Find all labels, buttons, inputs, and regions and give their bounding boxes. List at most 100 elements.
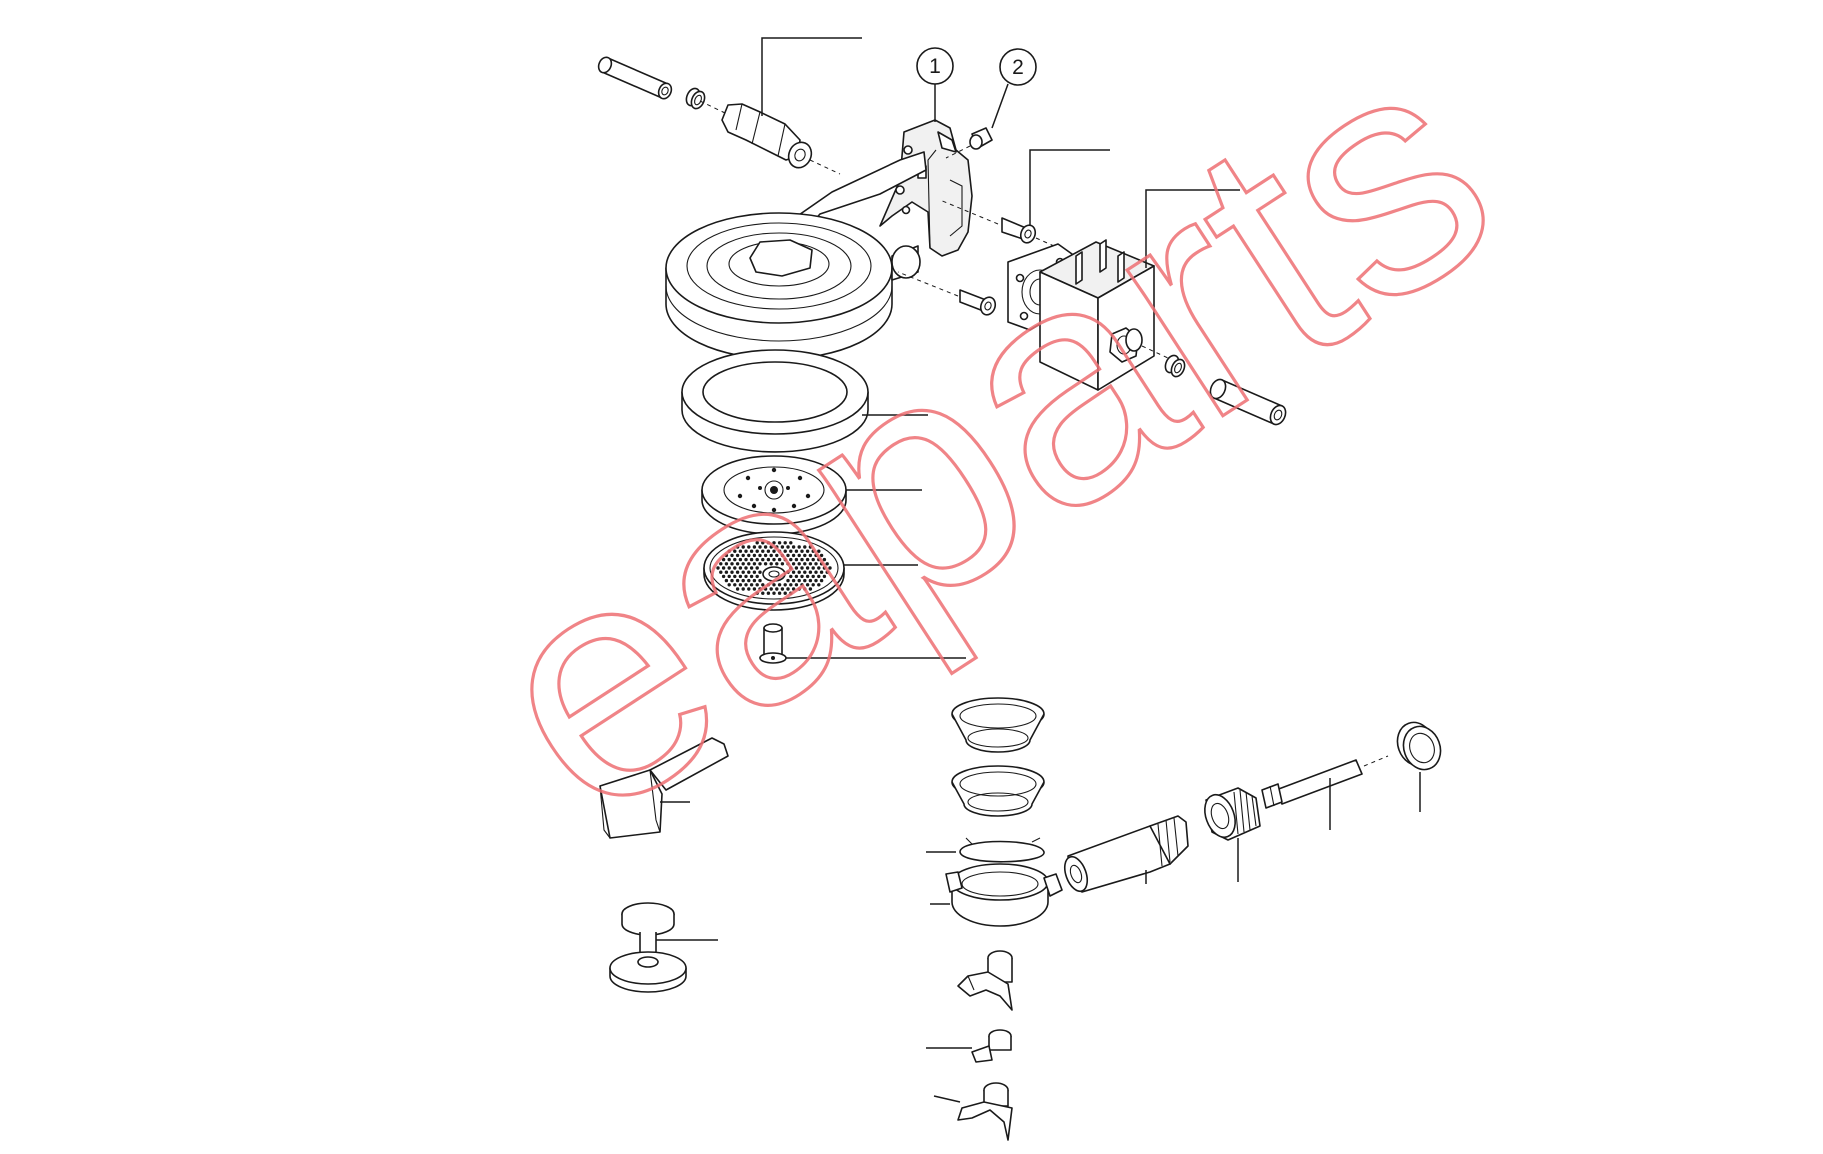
screen-hole xyxy=(741,570,745,574)
screen-hole xyxy=(733,557,737,562)
screen-hole xyxy=(789,574,793,579)
screen-hole xyxy=(769,587,773,591)
screen-hole xyxy=(741,553,745,558)
screen-hole xyxy=(752,570,757,574)
screen-hole xyxy=(755,574,759,579)
screen-hole xyxy=(758,545,762,549)
group-head-cover xyxy=(665,212,893,360)
screen-hole xyxy=(811,574,815,579)
screen-hole xyxy=(777,541,782,545)
screen-hole xyxy=(755,549,759,553)
screen-hole xyxy=(752,587,757,591)
screen-hole xyxy=(716,566,720,570)
screen-hole xyxy=(780,553,785,558)
spout-double-alt xyxy=(933,1082,1013,1141)
screen-hole xyxy=(783,541,787,545)
screen-hole xyxy=(766,557,771,562)
screen-hole xyxy=(749,549,754,553)
screen-hole xyxy=(738,583,743,587)
screen-hole xyxy=(808,553,813,558)
screen-hole xyxy=(783,591,787,595)
screen-hole xyxy=(819,553,824,558)
shower-screen xyxy=(703,531,918,611)
screen-hole xyxy=(808,562,813,566)
screen-hole xyxy=(755,557,759,562)
screen-hole xyxy=(772,549,776,553)
screen-hole xyxy=(825,570,829,574)
screen-hole xyxy=(772,591,776,595)
screen-hole xyxy=(772,583,776,587)
screen-hole xyxy=(789,566,793,570)
screen-hole xyxy=(747,570,751,574)
inlet-pipe-assembly xyxy=(597,37,862,175)
screen-hole xyxy=(747,578,751,583)
screen-hole xyxy=(749,566,754,570)
screen-hole xyxy=(786,562,790,566)
handle-grip xyxy=(1063,815,1189,893)
inlet-tube xyxy=(597,56,673,100)
screen-hole xyxy=(811,549,815,553)
tamper xyxy=(609,902,718,993)
screen-hole xyxy=(744,557,748,562)
screen-hole xyxy=(811,566,815,570)
portafilter-body xyxy=(930,863,1063,927)
screen-hole xyxy=(819,570,824,574)
screen-hole xyxy=(761,591,765,595)
screen-hole xyxy=(800,557,804,562)
screen-hole xyxy=(791,562,796,566)
screen-hole xyxy=(817,574,821,579)
screen-hole xyxy=(808,587,813,591)
screen-hole xyxy=(769,545,773,549)
screen-hole xyxy=(744,574,748,579)
screen-hole xyxy=(730,562,734,566)
screen-hole xyxy=(741,587,745,591)
screen-hole xyxy=(797,562,801,566)
screen-hole xyxy=(727,549,731,553)
screen-hole xyxy=(794,583,799,587)
filter-basket-single xyxy=(951,765,1045,817)
screen-hole xyxy=(761,557,765,562)
screen-hole xyxy=(741,578,745,583)
measuring-spoon xyxy=(599,737,729,839)
handle-rod xyxy=(1261,759,1363,830)
screen-hole xyxy=(749,574,754,579)
leader-solenoid xyxy=(1145,189,1240,268)
screen-hole xyxy=(738,557,743,562)
screen-hole xyxy=(814,578,818,583)
screen-hole xyxy=(803,545,807,549)
leader-bracket-bolt xyxy=(1029,149,1110,232)
screen-hole xyxy=(721,566,726,570)
spout-double xyxy=(957,950,1013,1011)
screen-hole xyxy=(763,562,768,566)
screen-hole xyxy=(794,574,799,579)
screen-hole xyxy=(800,574,804,579)
screen-hole xyxy=(797,578,801,583)
screen-hole xyxy=(780,545,785,549)
screen-hole xyxy=(752,578,757,583)
screen-hole xyxy=(747,562,751,566)
screen-hole xyxy=(752,545,757,549)
screen-hole xyxy=(744,566,748,570)
screen-hole xyxy=(719,562,723,566)
screen-hole xyxy=(797,553,801,558)
screen-hole xyxy=(738,574,743,579)
lever-bracket xyxy=(879,119,973,257)
screen-hole xyxy=(763,545,768,549)
screen-hole xyxy=(794,557,799,562)
screen-hole xyxy=(758,587,762,591)
solenoid-terminals xyxy=(1075,239,1125,285)
screen-hole xyxy=(747,545,751,549)
screen-hole xyxy=(747,587,751,591)
screen-hole xyxy=(814,562,818,566)
screen-hole xyxy=(758,578,762,583)
screen-hole xyxy=(819,578,824,583)
filter-basket-double xyxy=(951,697,1045,753)
screen-hole xyxy=(741,562,745,566)
screen-hole xyxy=(797,587,801,591)
screen-hole xyxy=(777,549,782,553)
screen-hole xyxy=(766,591,771,595)
screen-hole xyxy=(791,553,796,558)
screen-hole xyxy=(797,545,801,549)
screen-hole xyxy=(735,553,740,558)
